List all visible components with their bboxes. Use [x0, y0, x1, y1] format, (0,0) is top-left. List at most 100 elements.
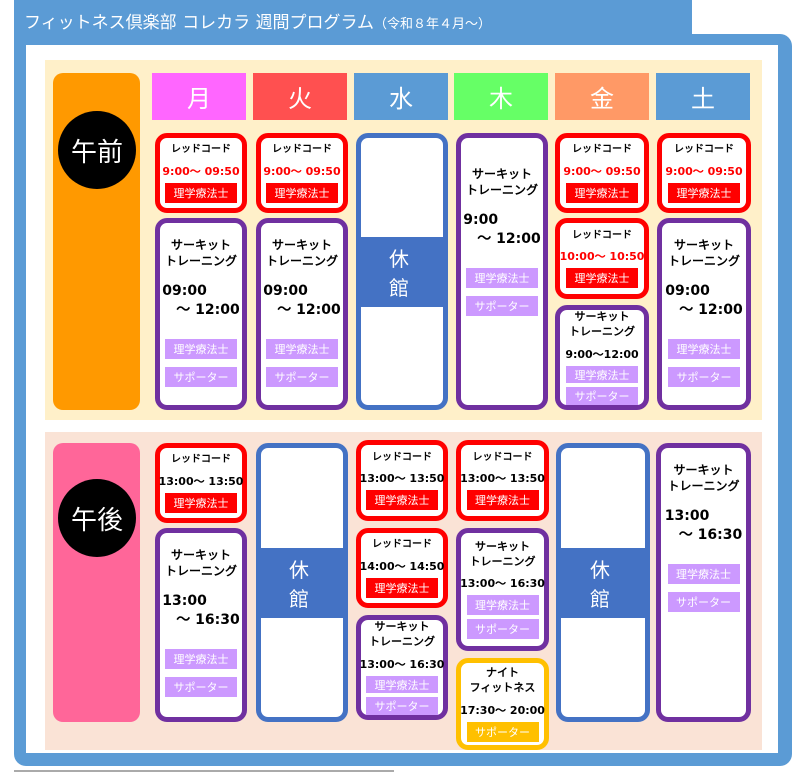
staff-badge: サポーター	[466, 619, 539, 640]
program-card: サーキット トレーニング 09:00 ～ 12:00 理学療法士サポーター	[155, 218, 247, 410]
program-title: レッドコード	[171, 454, 231, 466]
program-title: ナイト フィットネス	[469, 666, 536, 694]
program-card: サーキット トレーニング 13:00～ 16:30 理学療法士サポーター	[456, 528, 549, 651]
program-card: サーキット トレーニング 09:00 ～ 12:00 理学療法士サポーター	[657, 218, 751, 410]
program-time: 10:00～ 10:50	[559, 250, 645, 264]
title-text: フィットネス倶楽部 コレカラ 週間プログラム	[24, 13, 374, 33]
staff-badge: 理学療法士	[566, 182, 638, 203]
closed-label: 休 館	[561, 547, 645, 618]
staff-badge: サポーター	[466, 721, 539, 742]
divider	[14, 770, 394, 772]
day-header-2: 水	[354, 73, 448, 120]
closed-label: 休 館	[361, 236, 443, 307]
program-time: 14:00～ 14:50	[359, 559, 445, 573]
staff-badge: 理学療法士	[566, 365, 638, 384]
program-time: 09:00 ～ 12:00	[665, 283, 743, 319]
program-card: レッドコード 9:00～ 09:50 理学療法士	[155, 133, 247, 213]
program-title: レッドコード	[472, 451, 533, 463]
title-subtitle: （令和８年４月～）	[373, 17, 491, 32]
closed-card: 休 館	[556, 443, 650, 722]
staff-badge: 理学療法士	[668, 339, 740, 360]
staff-badge: 理学療法士	[668, 182, 740, 203]
program-card: サーキット トレーニング 13:00～ 16:30 理学療法士サポーター	[356, 615, 448, 720]
program-card: レッドコード 13:00～ 13:50 理学療法士	[356, 440, 448, 521]
staff-badge: 理学療法士	[667, 564, 740, 585]
program-card: ナイト フィットネス 17:30～ 20:00 サポーター	[456, 658, 549, 750]
program-card: レッドコード 13:00～ 13:50 理学療法士	[155, 443, 247, 523]
staff-badge: 理学療法士	[266, 182, 338, 203]
program-title: レッドコード	[674, 144, 734, 156]
program-card: レッドコード 13:00～ 13:50 理学療法士	[456, 440, 549, 521]
staff-badge: 理学療法士	[466, 595, 539, 616]
program-title: レッドコード	[272, 144, 332, 156]
program-title: レッドコード	[372, 539, 432, 551]
afternoon-label: 午後	[58, 479, 136, 557]
program-time: 09:00 ～ 12:00	[162, 283, 240, 319]
program-time: 13:00 ～ 16:30	[162, 593, 240, 629]
staff-badge: サポーター	[566, 387, 638, 405]
program-time: 13:00～ 13:50	[359, 472, 445, 486]
program-time: 9:00～ 09:50	[665, 164, 743, 178]
program-time: 13:00～ 13:50	[460, 472, 545, 486]
staff-badge: 理学療法士	[165, 492, 237, 513]
staff-badge: 理学療法士	[366, 675, 438, 694]
program-card: レッドコード 9:00～ 09:50 理学療法士	[555, 133, 649, 213]
program-time: 13:00～ 16:30	[359, 657, 445, 671]
program-title: レッドコード	[171, 144, 231, 156]
program-card: サーキット トレーニング 9:00 ～ 12:00 理学療法士サポーター	[456, 133, 548, 410]
closed-card: 休 館	[256, 443, 348, 722]
program-title: サーキット トレーニング	[369, 620, 435, 648]
program-time: 13:00～ 16:30	[460, 577, 545, 591]
day-header-5: 土	[656, 73, 750, 120]
day-header-0: 月	[152, 73, 246, 120]
program-card: レッドコード 10:00～ 10:50 理学療法士	[555, 218, 649, 299]
staff-badge: サポーター	[165, 367, 237, 388]
program-time: 09:00 ～ 12:00	[263, 283, 341, 319]
staff-badge: サポーター	[668, 367, 740, 388]
staff-badge: サポーター	[266, 367, 338, 388]
program-title: サーキット トレーニング	[667, 238, 740, 269]
program-title: サーキット トレーニング	[164, 238, 237, 269]
closed-label: 休 館	[261, 547, 343, 618]
program-card: サーキット トレーニング 13:00 ～ 16:30 理学療法士サポーター	[656, 443, 751, 722]
program-time: 9:00 ～ 12:00	[463, 212, 541, 248]
staff-badge: 理学療法士	[266, 339, 338, 360]
program-title: サーキット トレーニング	[469, 539, 536, 568]
staff-badge: サポーター	[466, 296, 538, 317]
program-time: 17:30～ 20:00	[460, 703, 545, 717]
day-header-4: 金	[555, 73, 649, 120]
morning-label: 午前	[58, 111, 136, 189]
program-time: 9:00～ 09:50	[263, 164, 341, 178]
title-tab	[14, 0, 692, 40]
staff-badge: 理学療法士	[466, 490, 539, 511]
program-title: サーキット トレーニング	[164, 548, 237, 579]
program-title: サーキット トレーニング	[667, 463, 740, 494]
staff-badge: サポーター	[667, 592, 740, 613]
program-title: サーキット トレーニング	[265, 238, 338, 269]
day-header-1: 火	[253, 73, 347, 120]
staff-badge: 理学療法士	[466, 268, 538, 289]
program-title: サーキット トレーニング	[465, 167, 538, 198]
program-time: 13:00～ 13:50	[158, 474, 244, 488]
staff-badge: 理学療法士	[165, 182, 237, 203]
program-card: サーキット トレーニング 09:00 ～ 12:00 理学療法士サポーター	[256, 218, 348, 410]
staff-badge: 理学療法士	[566, 268, 638, 289]
program-title: レッドコード	[372, 451, 432, 463]
staff-badge: サポーター	[165, 677, 237, 698]
program-card: サーキット トレーニング 9:00～12:00 理学療法士サポーター	[555, 305, 649, 410]
program-time: 9:00～ 09:50	[563, 164, 641, 178]
program-card: サーキット トレーニング 13:00 ～ 16:30 理学療法士サポーター	[155, 528, 247, 722]
staff-badge: 理学療法士	[165, 339, 237, 360]
staff-badge: サポーター	[366, 697, 438, 715]
program-title: レッドコード	[572, 229, 632, 241]
program-time: 13:00 ～ 16:30	[664, 508, 743, 544]
program-time: 9:00～12:00	[565, 347, 639, 361]
program-title: レッドコード	[572, 144, 632, 156]
program-card: レッドコード 9:00～ 09:50 理学療法士	[657, 133, 751, 213]
program-title: サーキット トレーニング	[569, 310, 635, 338]
page-title: フィットネス倶楽部 コレカラ 週間プログラム（令和８年４月～）	[24, 8, 491, 33]
staff-badge: 理学療法士	[165, 649, 237, 670]
staff-badge: 理学療法士	[366, 490, 438, 511]
program-time: 9:00～ 09:50	[162, 164, 240, 178]
